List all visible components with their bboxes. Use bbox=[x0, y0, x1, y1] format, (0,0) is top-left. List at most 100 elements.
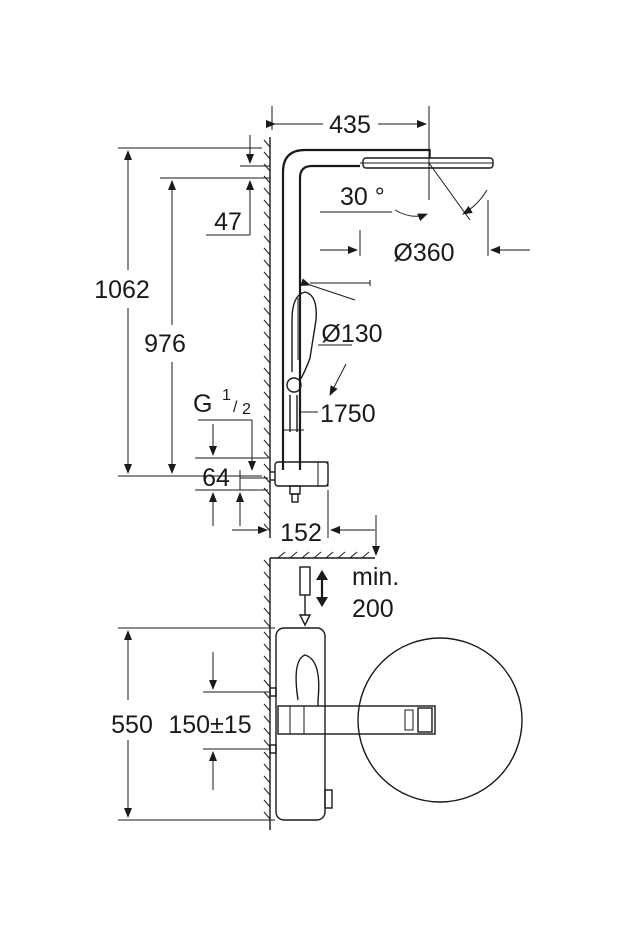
thread-label: G 1 / 2 bbox=[193, 387, 256, 471]
wall-hatch-line bbox=[263, 487, 271, 496]
thread-main: G bbox=[193, 390, 212, 418]
wall-hatch-line bbox=[263, 799, 271, 808]
thread-slash: / bbox=[233, 399, 238, 416]
thread-den: 2 bbox=[242, 401, 251, 418]
wall-hatch-line bbox=[263, 607, 271, 616]
dim-976: 976 bbox=[144, 177, 240, 474]
ceiling-hatch-line bbox=[313, 551, 322, 559]
wall-hatch-line bbox=[263, 727, 271, 736]
dim-64-label: 64 bbox=[202, 464, 230, 492]
ceiling-hatch-line bbox=[301, 551, 310, 559]
dim-1062: 1062 bbox=[94, 147, 262, 477]
dim-angle-label: 30 ° bbox=[340, 183, 385, 211]
dim-550: 550 bbox=[111, 627, 275, 821]
wall-hatch-line bbox=[263, 571, 271, 580]
wall-hatch-line bbox=[263, 211, 271, 220]
arm-front bbox=[277, 637, 523, 803]
dim-1750-label: 1750 bbox=[320, 400, 376, 428]
wall-hatch-line bbox=[263, 763, 271, 772]
dim-550-label: 550 bbox=[111, 711, 153, 739]
dim-1750: 1750 bbox=[300, 400, 376, 428]
wall-hatch-line bbox=[263, 379, 271, 388]
wall-hatch-line bbox=[263, 415, 271, 424]
dim-976-label: 976 bbox=[144, 330, 186, 358]
thread-num: 1 bbox=[222, 387, 231, 404]
dim-1062-label: 1062 bbox=[94, 276, 150, 304]
wall-hatch-line bbox=[263, 259, 271, 268]
wall-hatch-line bbox=[263, 559, 271, 568]
dim-130-label: Ø130 bbox=[321, 320, 382, 348]
wall-hatch-line bbox=[263, 223, 271, 232]
thermostat-side bbox=[270, 461, 329, 503]
wall-hatch-line bbox=[263, 355, 271, 364]
wall-hatch-line bbox=[263, 427, 271, 436]
wall-hatch-line bbox=[263, 475, 271, 484]
wall-hatch-line bbox=[263, 619, 271, 628]
dim-64: 64 bbox=[195, 424, 268, 526]
dim-min-value: 200 bbox=[352, 595, 394, 623]
ceiling-hatch-line bbox=[337, 551, 346, 559]
ceiling-hatch-line bbox=[289, 551, 298, 559]
wall-hatch-line bbox=[263, 403, 271, 412]
dim-130: Ø130 bbox=[300, 278, 383, 396]
head-shower bbox=[360, 149, 494, 169]
dim-min-label: min. bbox=[352, 563, 399, 591]
wall-hatch-line bbox=[263, 175, 271, 184]
wall-hatch-line bbox=[263, 451, 271, 460]
wall-hatch-line bbox=[263, 667, 271, 676]
wall-hatch-line bbox=[263, 499, 271, 508]
wall-hatch-line bbox=[263, 235, 271, 244]
wall-hatch-line bbox=[263, 391, 271, 400]
wall-hatch-line bbox=[263, 271, 271, 280]
dim-152-label: 152 bbox=[280, 519, 322, 547]
wall-hatch-line bbox=[263, 679, 271, 688]
wall-hatch-line bbox=[263, 151, 271, 160]
dim-150: 150±15 bbox=[168, 652, 270, 790]
ceiling-hatch-line bbox=[361, 551, 370, 559]
wall-hatch-line bbox=[263, 595, 271, 604]
dim-min-200: min. 200 bbox=[298, 563, 399, 627]
wall-hatch-line bbox=[263, 703, 271, 712]
wall-hatch-line bbox=[263, 139, 271, 148]
wall-hatch-line bbox=[263, 367, 271, 376]
dim-47: 47 bbox=[206, 135, 270, 236]
wall-hatch-line bbox=[263, 751, 271, 760]
wall-hatch-line bbox=[263, 463, 271, 472]
wall-hatch-line bbox=[263, 187, 271, 196]
wall-hatch-line bbox=[263, 775, 271, 784]
wall-hatch-line bbox=[263, 583, 271, 592]
wall-hatch-line bbox=[263, 331, 271, 340]
dim-360-label: Ø360 bbox=[393, 239, 454, 267]
wall-hatch-line bbox=[263, 307, 271, 316]
wall-hatch-line bbox=[263, 643, 271, 652]
riser-pipe bbox=[281, 148, 430, 470]
dim-150-label: 150±15 bbox=[168, 711, 251, 739]
wall-hatch-line bbox=[263, 811, 271, 820]
wall-hatch-line bbox=[263, 631, 271, 640]
dim-435: 435 bbox=[266, 106, 430, 200]
wall-hatch-line bbox=[263, 655, 271, 664]
dim-152: 152 bbox=[232, 490, 375, 547]
wall-hatch-line bbox=[263, 439, 271, 448]
wall-hatch-line bbox=[263, 787, 271, 796]
dim-360: Ø360 bbox=[320, 200, 530, 267]
wall-hatch-line bbox=[263, 163, 271, 172]
wall-hatch-line bbox=[263, 247, 271, 256]
dim-435-label: 435 bbox=[329, 111, 371, 139]
ceiling-hatch-line bbox=[277, 551, 286, 559]
thermostat-front bbox=[269, 627, 333, 821]
dim-47-label: 47 bbox=[214, 208, 242, 236]
ceiling-hatch-line bbox=[349, 551, 358, 559]
hand-shower bbox=[284, 291, 317, 432]
dim-angle: 30 ° bbox=[320, 162, 488, 222]
wall-hatch-line bbox=[263, 343, 271, 352]
wall-hatch-line bbox=[263, 715, 271, 724]
ceiling-hatch-line bbox=[325, 551, 334, 559]
top-wall bbox=[263, 137, 271, 538]
wall-hatch-line bbox=[263, 283, 271, 292]
wall-hatch-line bbox=[263, 295, 271, 304]
wall-hatch-line bbox=[263, 199, 271, 208]
wall-hatch-line bbox=[263, 739, 271, 748]
